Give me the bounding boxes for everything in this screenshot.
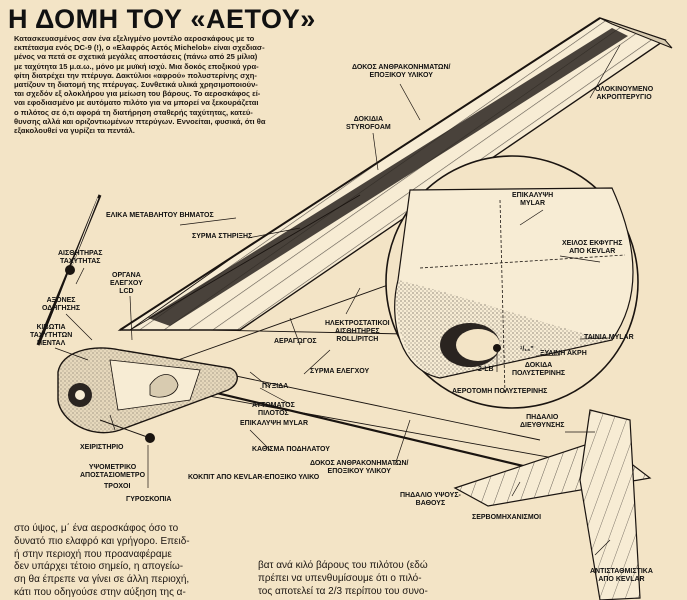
label-electrostatic: ΗΛΕΚΤΡΟΣΤΑΤΙΚΟΙ ΑΙΣΘΗΤΗΡΕΣ ROLL/PITCH	[325, 320, 390, 343]
label-poly-airfoil: ΑΕΡΟΤΟΜΗ ΠΟΛΥΣΤΕΡΙΝΗΣ	[452, 388, 548, 395]
intro-line: φίτη διατρέχει την πτέρυγα. Δακτύλιοι «α…	[14, 70, 257, 80]
page-title: Η ΔΟΜΗ ΤΟΥ «ΑΕΤΟΥ»	[8, 4, 316, 34]
intro-line: Κατασκευασμένος σαν ένα εξελιγμένο μοντέ…	[14, 34, 255, 43]
body-column-right: βατ ανά κιλό βάρους του πιλότου (εδώ πρέ…	[258, 560, 428, 598]
label-speed-sensor: ΑΙΣΘΗΤΗΡΑΣ ΤΑΧΥΤΗΤΑΣ	[58, 250, 103, 265]
body-line: βατ ανά κιλό βάρους του πιλότου (εδώ	[258, 560, 428, 571]
airfoil-detail	[385, 155, 639, 409]
intro-line: ναι εφοδιασμένο με αυτόματο πιλότο για ν…	[14, 98, 259, 108]
intro-line: ο πιλότος σε ό,τι αφορά τη διατήρηση στα…	[14, 107, 253, 117]
body-line: ση θα έπρεπε να γίνει σε άλλη περιοχή,	[14, 574, 190, 586]
label-support-wire: ΣΥΡΜΑ ΣΤΗΡΙΞΗΣ	[192, 233, 253, 240]
label-compass: ΠΥΞΙΔΑ	[262, 383, 289, 390]
label-altimeter: ΥΨΟΜΕΤΡΙΚΟ ΑΠΟΣΤΑΣΙΟΜΕΤΡΟ	[80, 464, 146, 479]
body-line: πρέπει να υπενθυμίσουμε ότι ο πιλό-	[258, 572, 422, 584]
wing-spar	[148, 28, 628, 326]
label-air-intake: ΑΕΡΑΓΩΓΟΣ	[274, 338, 317, 345]
body-line: δεν υπάρχει τέτοιο σημείο, η απογείω-	[14, 561, 184, 573]
label-gearbox: ΚΙΒΩΤΙΑ ΤΑΧΥΤΗΤΩΝ ΠΕΝΤΑΛ	[30, 324, 73, 347]
label-rib-size: 2-LB	[478, 366, 494, 373]
label-control-wire: ΣΥΡΜΑ ΕΛΕΓΧΟΥ	[310, 368, 370, 375]
wing-tip	[599, 17, 673, 49]
main-wing	[117, 17, 673, 331]
label-wood-tip: ΞΥΛΙΝΗ ΑΚΡΗ	[540, 350, 587, 357]
label-mylar-tape: ΤΑΙΝΙΑ MYLAR	[584, 334, 634, 341]
label-styrofoam: ΔΟΚΙΔΙΑ STYROFOAM	[346, 116, 391, 131]
intro-line: ματίζουν τη διατομή της πτέρυγας. Συνθετ…	[14, 80, 258, 90]
label-wingtip: ΟΛΟΚΙΝΟΥΜΕΝΟ ΑΚΡΟΠΤΕΡΥΓΙΟ	[595, 86, 654, 101]
body-line: δυνατό πιο ελαφρό και γρήγορο. Επειδ-	[14, 535, 190, 547]
label-autopilot: ΑΥΤΟΜΑΤΟΣ ΠΙΛΟΤΟΣ	[252, 402, 295, 417]
intro-line: μένος να πετά σε σχετικά μεγάλες αποστάσ…	[14, 52, 258, 62]
label-mylar-cover2: ΕΠΙΚΑΛΥΨΗ MYLAR	[240, 420, 309, 427]
intro-line: εξακολουθεί να γυρίζει τα πεντάλ.	[14, 126, 135, 136]
intro-line: εκπέτασμα ενός DC-9 (!), ο «Ελαφρός Αετό…	[14, 43, 265, 53]
label-spar-bottom: ΔΟΚΟΣ ΑΝΘΡΑΚΟΝΗΜΑΤΩΝ/ ΕΠΟΞΙΚΟΥ ΥΛΙΚΟΥ	[310, 460, 409, 475]
label-size-mark: ¹/₁₆"	[520, 346, 534, 353]
intro-line: με ταχύτητα 15 μ.α.ω., μόνο με μυϊκή ισχ…	[14, 61, 259, 71]
propeller	[36, 194, 102, 346]
intro-paragraph: Κατασκευασμένος σαν ένα εξελιγμένο μοντέ…	[14, 34, 338, 135]
label-mylar-cover: ΕΠΙΚΑΛΥΨΗ MYLAR	[512, 192, 554, 207]
body-column-left: στο ύψος, μ΄ ένα αεροσκάφος όσο το δυνατ…	[14, 523, 190, 600]
label-wheels: ΤΡΟΧΟΙ	[104, 483, 131, 490]
label-spar-top: ΔΟΚΟΣ ΑΝΘΡΑΚΟΝΗΜΑΤΩΝ/ ΕΠΟΞΙΚΟΥ ΥΛΙΚΟΥ	[352, 64, 451, 79]
label-rudder: ΠΗΔΑΛΙΟ ΔΙΕΥΘΥΝΣΗΣ	[520, 414, 565, 429]
label-cockpit: ΚΟΚΠΙΤ ΑΠΟ KEVLAR-ΕΠΟΞΙΚΟ ΥΛΙΚΟ	[188, 474, 320, 481]
label-servos: ΣΕΡΒΟΜΗΧΑΝΙΣΜΟΙ	[472, 514, 542, 521]
label-handle: ΧΕΙΡΙΣΤΗΡΙΟ	[80, 444, 124, 451]
cockpit	[57, 347, 238, 443]
body-line: κάτι που οδηγούσε στην αύξηση της α-	[14, 586, 186, 598]
label-counterweight: ΑΝΤΙΣΤΑΘΜΙΣΤΙΚΑ ΑΠΟ KEVLAR	[590, 568, 653, 583]
tail-surfaces	[453, 409, 652, 600]
body-line: τος αποτελεί τα 2/3 περίπου του συνο-	[258, 585, 428, 597]
label-seat: ΚΑΘΙΣΜΑ ΠΟΔΗΛΑΤΟΥ	[252, 446, 330, 453]
label-lcd: ΟΡΓΑΝΑ ΕΛΕΓΧΟΥ LCD	[110, 272, 143, 295]
intro-line: θυνσης αλλά και οριζοντιωμένων πτερύγων.…	[14, 116, 266, 126]
label-poly-rib: ΔΟΚΙΔΑ ΠΟΛΥΣΤΕΡΙΝΗΣ	[512, 362, 566, 377]
label-elevator: ΠΗΔΑΛΙΟ ΥΨΟΥΣ- ΒΑΘΟΥΣ	[400, 492, 461, 507]
intro-line: ται σχεδόν εξ ολοκλήρου για μείωση του β…	[14, 89, 261, 99]
body-line: ή στην περιοχή που προαναφέραμε	[14, 548, 172, 560]
leader-lines	[54, 44, 621, 556]
label-drive-shafts: ΑΞΟΝΕΣ ΟΔΗΓΗΣΗΣ	[42, 297, 81, 312]
label-propeller: ΕΛΙΚΑ ΜΕΤΑΒΛΗΤΟΥ ΒΗΜΑΤΟΣ	[106, 212, 214, 219]
label-gyroscope: ΓΥΡΟΣΚΟΠΙΑ	[126, 496, 172, 503]
pilot-figure	[149, 374, 179, 398]
body-line: στο ύψος, μ΄ ένα αεροσκάφος όσο το	[14, 523, 179, 534]
label-kevlar-edge: ΧΕΙΛΟΣ ΕΚΦΥΓΗΣ ΑΠΟ KEVLAR	[562, 240, 623, 255]
